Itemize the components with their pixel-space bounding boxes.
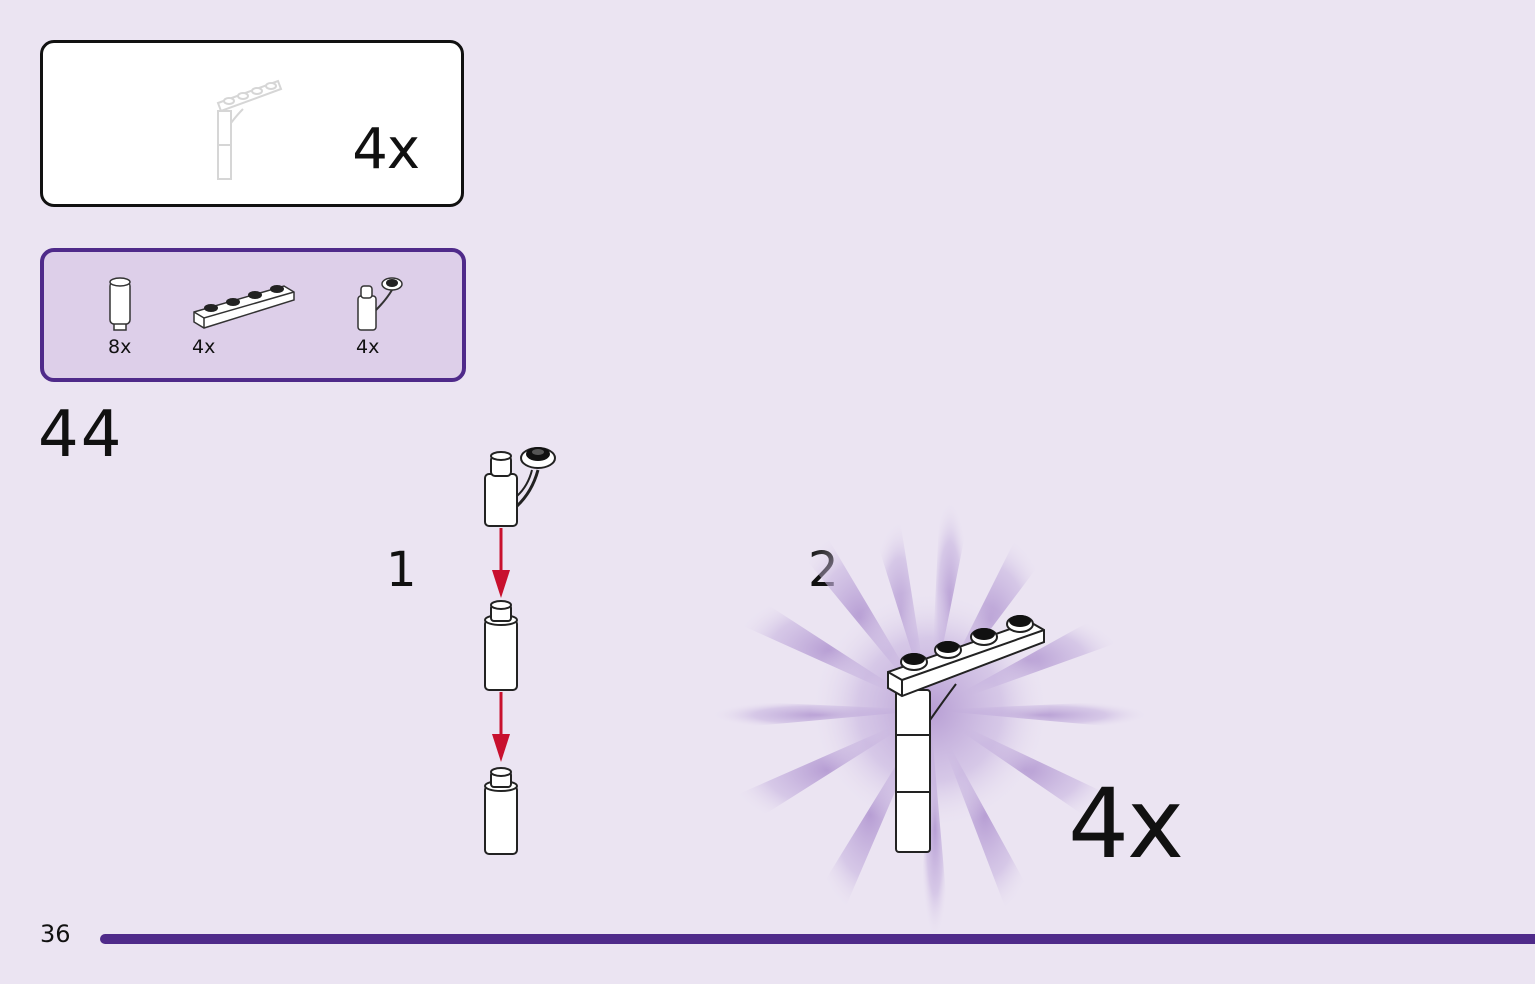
sub-step-1-label: 1	[386, 542, 417, 598]
part-quantity-plate: 4x	[192, 336, 216, 358]
subassembly-callout: 4x	[40, 40, 464, 207]
part-quantity-bracket: 4x	[356, 336, 380, 358]
parts-list: 8x 4x 4x	[40, 248, 466, 382]
result-quantity: 4x	[1068, 768, 1184, 880]
page-number: 36	[40, 920, 71, 948]
page-progress-bar	[100, 934, 1535, 944]
bracket-piece-icon	[357, 277, 403, 331]
sub-step-1-assembly-diagram	[484, 447, 556, 855]
plate-1x4-icon	[193, 285, 295, 329]
sub-step-2-result-diagram	[887, 615, 1045, 853]
subassembly-preview-image	[216, 79, 283, 180]
subassembly-quantity: 4x	[352, 117, 420, 182]
round-brick-icon	[109, 277, 131, 331]
part-quantity-round-brick: 8x	[108, 336, 132, 358]
step-number: 44	[38, 398, 124, 472]
